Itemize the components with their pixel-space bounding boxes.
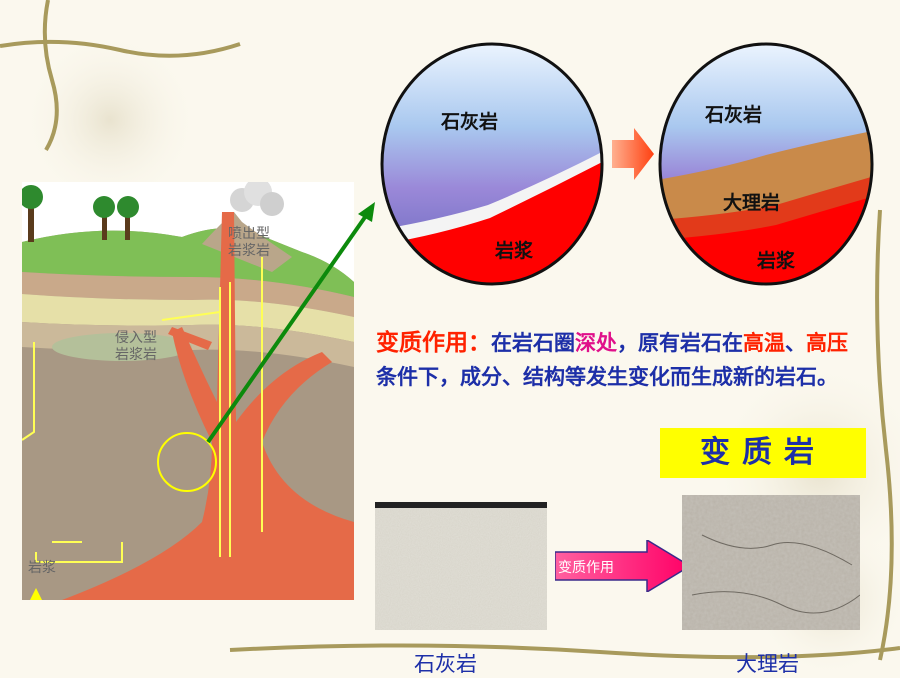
before-limestone-label: 石灰岩 [441,111,499,133]
limestone-photo [375,502,547,630]
before-metamorphism-circle [380,42,604,286]
intrusive-rock-label: 侵入型 岩浆岩 [115,330,157,363]
definition-seg-4: 、 [785,331,806,355]
definition-seg-1: 深处 [575,331,617,355]
vine-right [875,209,894,661]
after-limestone-label: 石灰岩 [705,104,763,126]
after-metamorphism-circle [658,42,874,286]
tree-icon [22,185,43,242]
vine-bottom [229,643,900,660]
metamorphism-definition: 变质作用：在岩石圈深处，原有岩石在高温、高压条件下，成分、结构等发生变化而生成新… [376,326,866,394]
definition-term: 变质作用： [376,330,491,356]
definition-seg-6: 条件下，成分、结构等发生变化而生成新的岩石。 [376,365,838,389]
extrusive-rock-label: 喷出型 岩浆岩 [228,226,270,259]
metamorphic-rock-banner: 变质岩 [660,428,866,478]
process-arrow-icon [555,540,690,592]
rock-cycle-cross-section [22,182,354,600]
definition-seg-0: 在岩石圈 [491,331,575,355]
definition-seg-3: 高温 [743,331,785,355]
definition-seg-2: ，原有岩石在 [617,331,743,355]
definition-seg-5: 高压 [806,331,848,355]
vine-left [42,0,59,152]
before-magma-label: 岩浆 [495,240,534,262]
zoom-arrow [206,202,375,444]
tree-icon [93,196,139,240]
marble-caption: 大理岩 [736,652,799,676]
vine-top [0,39,241,58]
transition-arrow-icon [612,128,654,180]
limestone-caption: 石灰岩 [414,652,477,676]
magnified-region-marker [157,432,217,492]
after-magma-label: 岩浆 [757,250,796,272]
marble-photo [682,495,860,630]
magma-label: 岩浆 [28,560,56,576]
after-marble-label: 大理岩 [723,192,781,214]
process-arrow-label: 变质作用 [558,560,614,576]
